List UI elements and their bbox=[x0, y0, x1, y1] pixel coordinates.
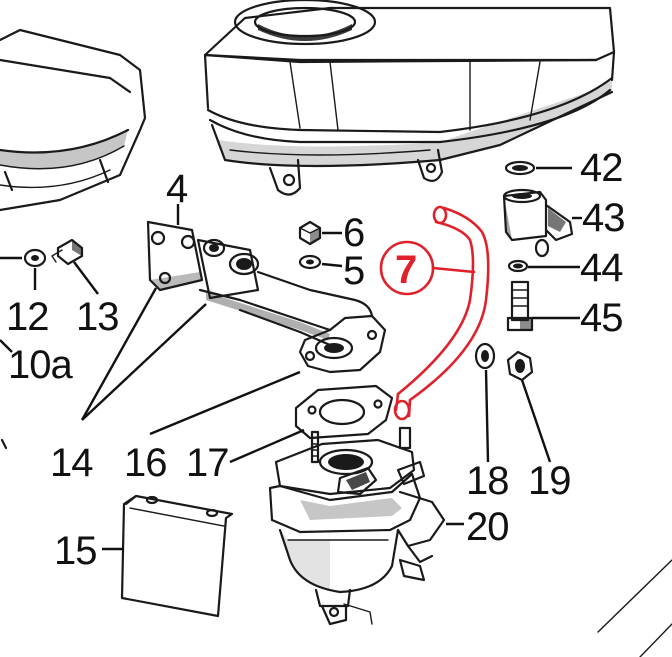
washer-42 bbox=[504, 160, 536, 176]
washer-12 bbox=[23, 248, 47, 268]
callout-14: 14 bbox=[50, 441, 93, 485]
callout-4: 4 bbox=[166, 167, 188, 211]
callout-44: 44 bbox=[580, 246, 623, 290]
callout-15: 15 bbox=[54, 529, 97, 573]
bolt-45 bbox=[506, 280, 534, 332]
leader-19 bbox=[520, 379, 552, 463]
leader-17 bbox=[229, 428, 305, 464]
air-filter-housing bbox=[203, 0, 616, 196]
callout-6: 6 bbox=[343, 211, 364, 255]
callout-16: 16 bbox=[124, 441, 167, 485]
leader-10a-lower bbox=[0, 339, 13, 353]
callout-10a: 10a bbox=[8, 343, 73, 387]
cover-plate-15 bbox=[120, 494, 234, 618]
bolt-13 bbox=[51, 238, 84, 266]
callout-7: 7 bbox=[395, 248, 416, 292]
callout-20: 20 bbox=[466, 505, 509, 549]
callout-43: 43 bbox=[582, 196, 625, 240]
callout-5: 5 bbox=[343, 249, 364, 293]
nut-19 bbox=[506, 350, 534, 382]
banjo-fitting-43 bbox=[502, 188, 574, 258]
frame-line-a bbox=[597, 559, 672, 633]
leader-13 bbox=[73, 261, 99, 295]
callout-42: 42 bbox=[580, 146, 623, 190]
leader-14a bbox=[80, 287, 158, 421]
frame-line-b bbox=[639, 623, 672, 657]
fuel-tank bbox=[0, 28, 147, 212]
fuel-hose-7 bbox=[393, 205, 490, 421]
washer-5 bbox=[298, 254, 322, 270]
leader-5 bbox=[321, 262, 343, 268]
callout-18: 18 bbox=[466, 459, 509, 503]
callout-12: 12 bbox=[6, 295, 49, 339]
carburetor-20 bbox=[268, 426, 446, 626]
callout-13: 13 bbox=[76, 295, 119, 339]
callout-45: 45 bbox=[580, 296, 623, 340]
callout-19: 19 bbox=[528, 459, 571, 503]
frame-mark bbox=[0, 438, 8, 450]
gasket-17 bbox=[294, 384, 394, 440]
washer-44 bbox=[507, 259, 529, 273]
leader-16 bbox=[149, 370, 301, 436]
washer-18 bbox=[474, 342, 496, 370]
nut-6 bbox=[298, 220, 322, 246]
callout-7-ring bbox=[379, 240, 476, 296]
intake-manifold bbox=[146, 220, 387, 374]
callout-17: 17 bbox=[186, 441, 229, 485]
leader-18 bbox=[484, 369, 490, 463]
leader-14b bbox=[81, 303, 207, 421]
